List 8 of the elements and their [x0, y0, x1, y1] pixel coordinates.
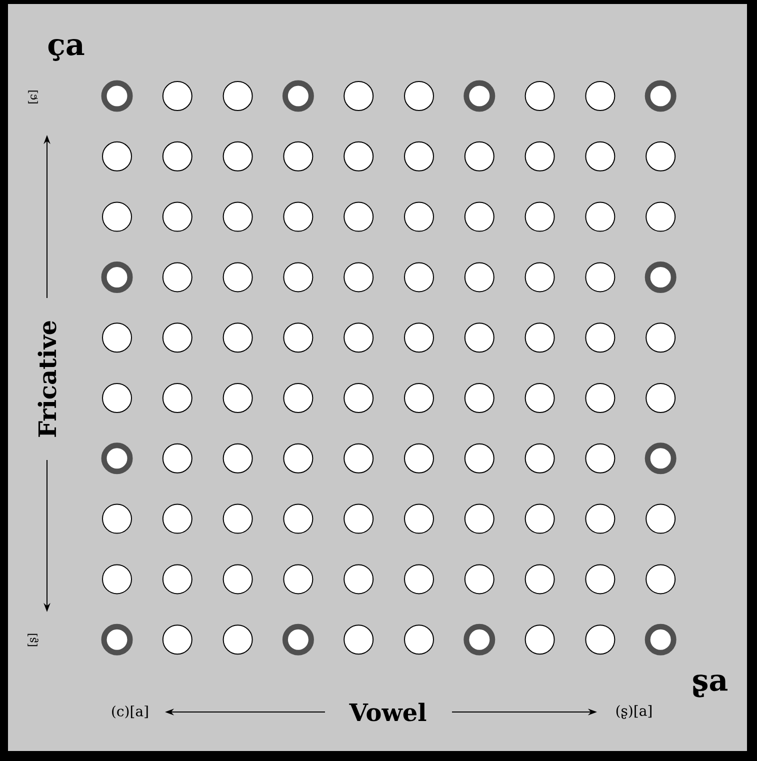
axis-label: Fricative — [38, 321, 56, 437]
endpoint-label: (c)[a] — [112, 706, 148, 718]
endpoint-label: (ʂ)[a] — [616, 705, 652, 719]
phoneme-label: [ʂ] — [28, 634, 38, 646]
syllable-label: ça — [48, 39, 84, 61]
syllable-label: ʂa — [693, 674, 728, 698]
phoneme-label: [ɕ] — [28, 90, 38, 104]
axis-label: Vowel — [349, 702, 426, 722]
